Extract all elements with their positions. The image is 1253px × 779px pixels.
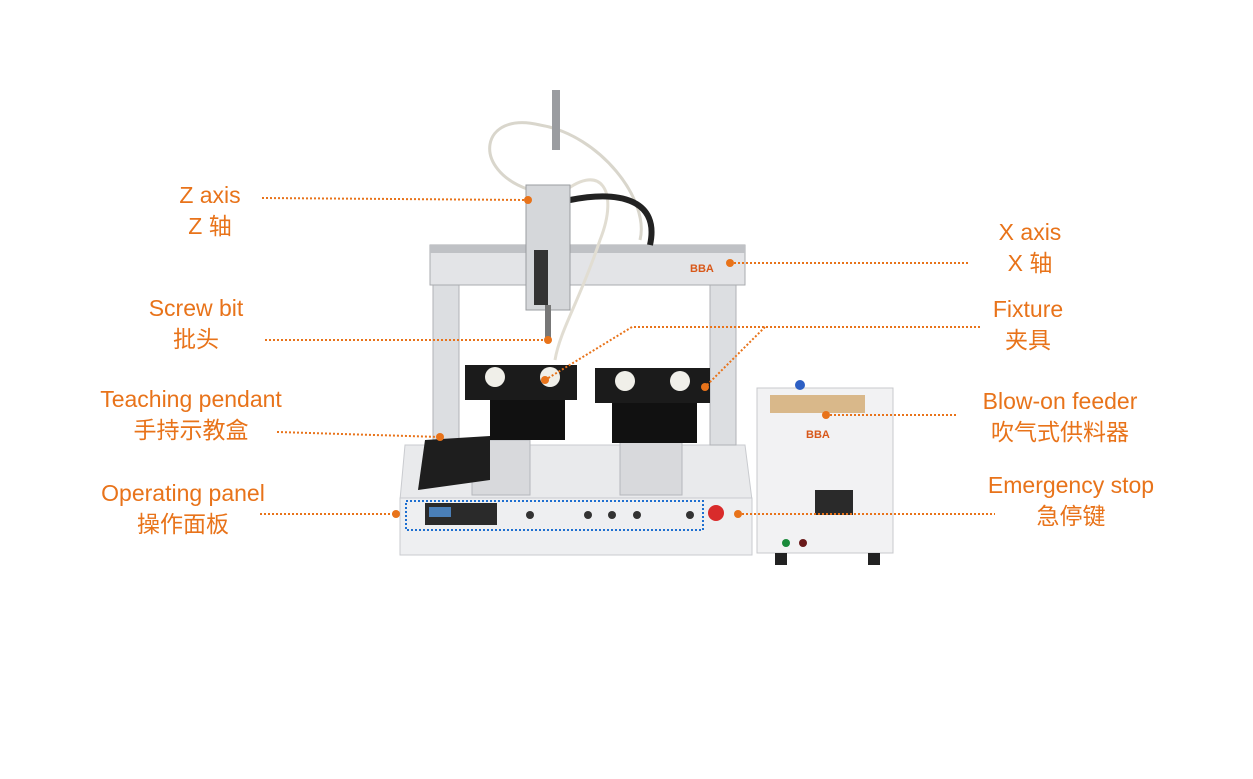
callout-emergency-stop: Emergency stop 急停键 — [988, 470, 1154, 532]
callout-screw-bit: Screw bit 批头 — [149, 293, 244, 355]
beam-logo: BBA — [690, 263, 714, 275]
fixture-slot — [615, 371, 635, 391]
callout-x-axis: X axis X 轴 — [999, 217, 1062, 279]
callout-blow-on-feeder: Blow-on feeder 吹气式供料器 — [983, 386, 1138, 448]
feeder-display — [815, 490, 853, 515]
label-en: Emergency stop — [987, 472, 1155, 498]
label-zh: 批头 — [173, 326, 219, 352]
label-en: X axis — [998, 219, 1062, 245]
label-en: Operating panel — [101, 480, 265, 506]
feeder-red-button — [799, 539, 807, 547]
operating-panel-highlight — [405, 500, 704, 531]
callout-z-axis: Z axis Z 轴 — [179, 180, 240, 242]
callout-fixture: Fixture 夹具 — [993, 294, 1063, 356]
screw-bit — [545, 305, 551, 340]
right-fixture-base — [612, 403, 697, 443]
feeder-green-button — [782, 539, 790, 547]
beam-top — [430, 245, 745, 253]
callout-operating-panel: Operating panel 操作面板 — [101, 478, 265, 540]
panel-knob — [686, 511, 694, 519]
drag-chain — [569, 193, 655, 246]
feeder-foot — [775, 553, 787, 565]
feed-tube — [553, 178, 610, 361]
feeder-top-label — [770, 395, 865, 413]
panel-knob — [633, 511, 641, 519]
fixture-slot — [670, 371, 690, 391]
label-zh: 操作面板 — [137, 511, 229, 537]
right-slide — [619, 439, 683, 496]
label-zh: 手持示教盒 — [133, 417, 249, 443]
label-en: Blow-on feeder — [982, 388, 1138, 414]
label-en: Teaching pendant — [100, 386, 282, 412]
panel-knob — [608, 511, 616, 519]
feeder-button — [795, 380, 805, 390]
label-zh: 吹气式供料器 — [990, 419, 1129, 445]
z-cylinder — [534, 250, 548, 305]
teaching-pendant — [418, 436, 490, 490]
callout-teaching-pendant: Teaching pendant 手持示教盒 — [100, 384, 282, 446]
callout-dots — [392, 196, 830, 518]
right-post — [709, 284, 737, 446]
feeder-logo: BBA — [806, 429, 830, 441]
label-en: Fixture — [992, 296, 1064, 322]
fixture-slot — [485, 367, 505, 387]
screwdriver-motor — [552, 90, 560, 150]
label-en: Screw bit — [148, 295, 244, 321]
panel-knob — [584, 511, 592, 519]
feeder-foot — [868, 553, 880, 565]
emergency-stop-button — [708, 505, 724, 521]
label-zh: 急停键 — [1036, 503, 1106, 529]
label-en: Z axis — [179, 182, 241, 208]
callout-lines — [260, 197, 995, 515]
panel-display — [429, 507, 451, 517]
label-zh: X 轴 — [1007, 250, 1053, 276]
left-post — [432, 284, 460, 446]
left-fixture-plate — [465, 365, 577, 400]
left-fixture-base — [490, 400, 565, 440]
label-zh: 夹具 — [1004, 327, 1051, 353]
label-zh: Z 轴 — [188, 213, 232, 239]
panel-knob — [526, 511, 534, 519]
cable — [488, 121, 643, 241]
right-fixture-plate — [595, 368, 710, 403]
